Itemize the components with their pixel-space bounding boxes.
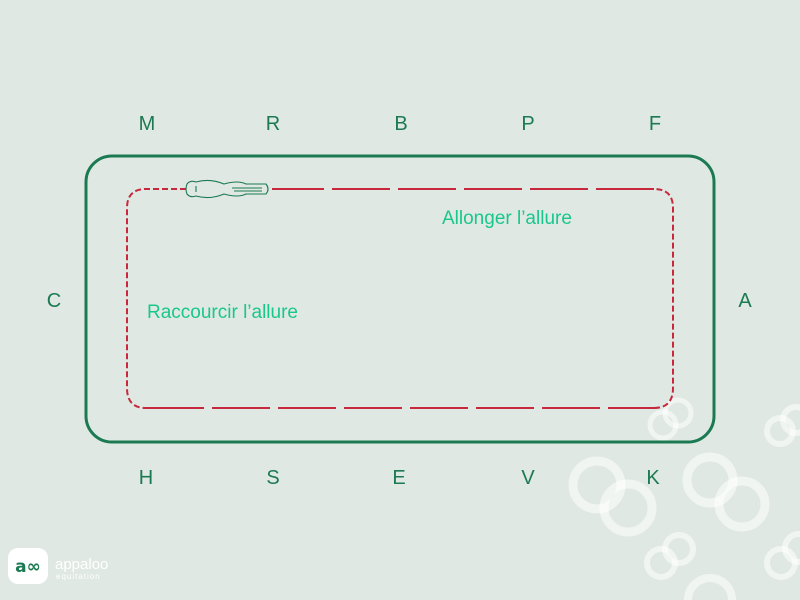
letter-e: E — [392, 467, 405, 489]
letter-v: V — [521, 467, 535, 489]
letter-k: K — [646, 467, 660, 489]
logo-name: appaloo — [55, 556, 108, 573]
letter-f: F — [649, 113, 661, 135]
arena-outline — [84, 154, 716, 444]
letter-s: S — [266, 467, 279, 489]
letter-c: C — [47, 290, 61, 312]
logo-badge — [8, 548, 48, 584]
logo-subtitle: equitation — [56, 572, 101, 581]
lengthen-gait-label: Allonger l’allure — [442, 208, 572, 229]
horse-icon — [185, 179, 269, 199]
letter-r: R — [266, 113, 280, 135]
letter-p: P — [521, 113, 534, 135]
horse-track — [126, 188, 674, 409]
decorative-rings — [568, 397, 800, 600]
track-right-turn — [653, 188, 674, 409]
brand-logo: a∞ appaloo equitation — [8, 548, 108, 584]
track-left-turn — [126, 188, 186, 409]
letter-h: H — [139, 467, 153, 489]
letter-m: M — [139, 113, 156, 135]
letter-b: B — [394, 113, 407, 135]
letter-a: A — [738, 290, 752, 312]
logo-glyph: a∞ — [15, 557, 41, 577]
shorten-gait-label: Raccourcir l’allure — [147, 302, 298, 323]
